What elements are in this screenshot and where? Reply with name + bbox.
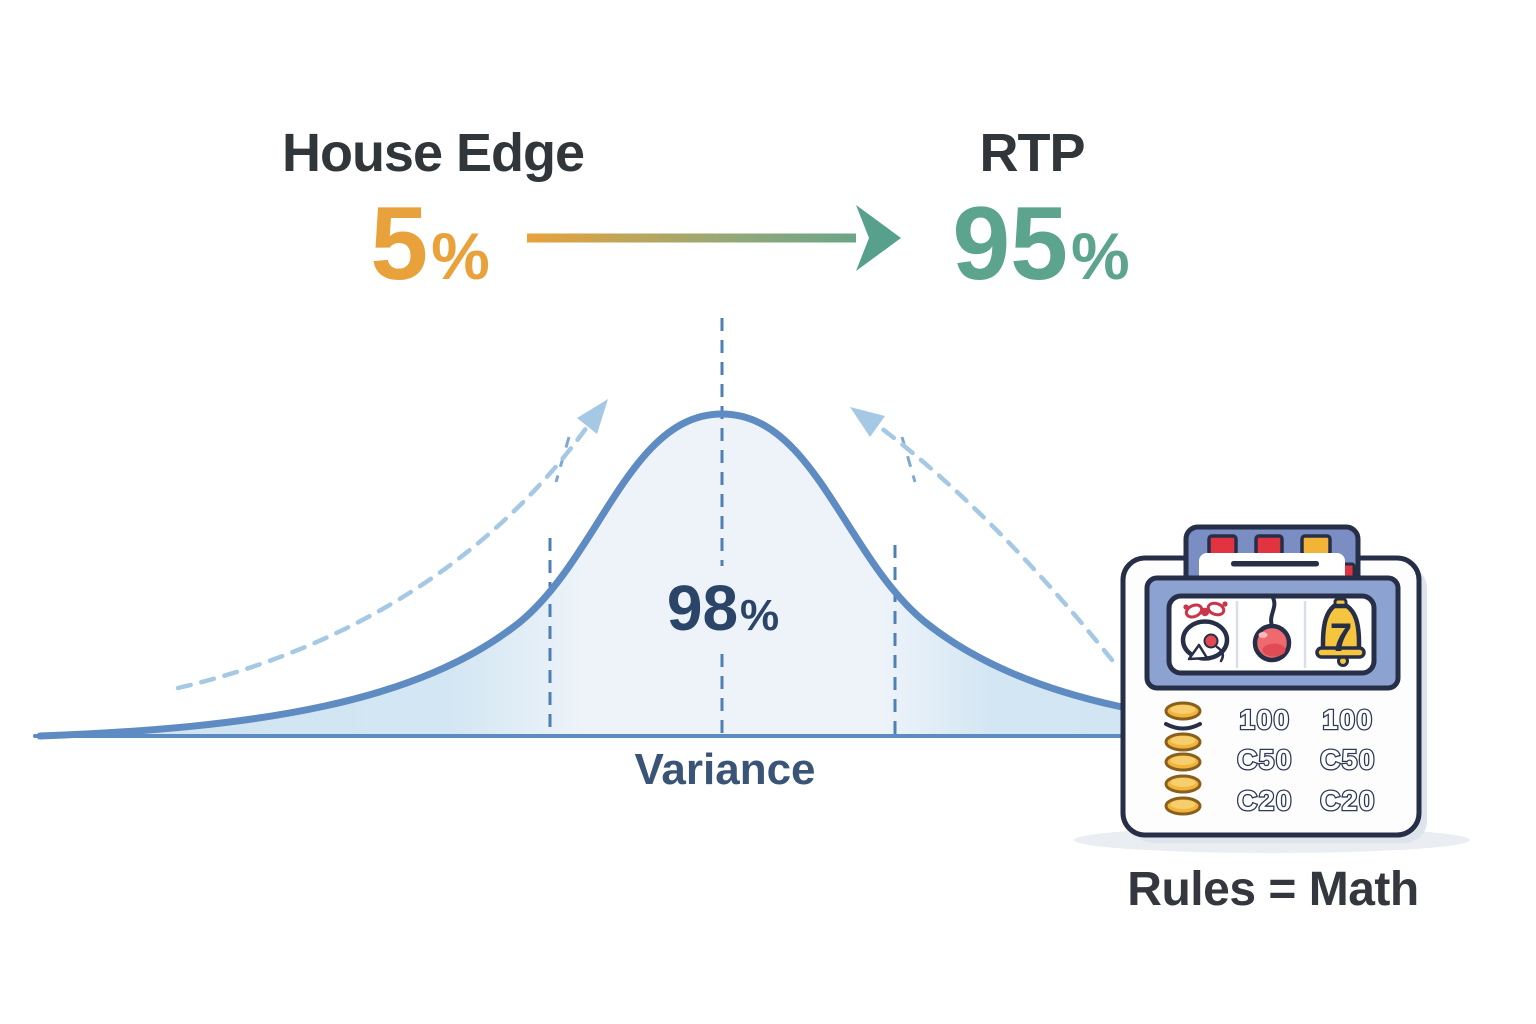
paytable-value: 100: [1322, 704, 1373, 735]
flow-gradient-arrow: [527, 205, 901, 271]
rtp-label: RTP: [979, 123, 1086, 183]
house-edge-unit: %: [431, 219, 490, 293]
machine-topper: [1183, 524, 1361, 592]
bell-seven-icon: 7: [1315, 597, 1366, 667]
bell-curve-stroke: [36, 410, 1404, 740]
paytable-value: C20: [1237, 785, 1293, 816]
paytable-value: 100: [1239, 704, 1290, 735]
cherry-icon: [1252, 594, 1292, 663]
house-edge-label: House Edge: [281, 123, 585, 183]
rtp-value: 95 %: [952, 192, 1129, 296]
topper-light-yellow: [1300, 534, 1332, 557]
topper-light-red-2: [1254, 534, 1284, 557]
house-edge-number: 5: [370, 186, 429, 302]
blossom-charm-icon: [1180, 601, 1230, 663]
paytable-value: C50: [1237, 744, 1293, 775]
house-edge-value: 5 %: [370, 192, 490, 296]
coverage-value: 98 %: [667, 576, 779, 640]
rtp-unit: %: [1071, 219, 1130, 293]
arrowhead-up-left-icon: [850, 407, 885, 437]
paytable: 100 100 C50 C50 C20 C20: [1236, 703, 1376, 818]
variance-axis-label: Variance: [634, 745, 816, 794]
variance-arrow-left: [175, 399, 608, 691]
variance-arrow-right: [850, 407, 1115, 663]
rules-math-caption: Rules = Math: [1127, 863, 1419, 916]
coverage-number: 98: [666, 572, 739, 644]
arrowhead-right-icon: [856, 205, 901, 271]
bell-seven-glyph: 7: [1330, 616, 1352, 660]
paytable-value: C50: [1320, 744, 1376, 775]
slot-machine-illustration: 7 100 100 C50 C50: [1074, 524, 1470, 853]
rtp-number: 95: [952, 186, 1068, 302]
arrowhead-up-right-icon: [577, 399, 608, 434]
paytable-value: C20: [1320, 785, 1376, 816]
coverage-unit: %: [740, 591, 780, 640]
topper-light-red-1: [1207, 534, 1238, 557]
coin-stack-icon: [1164, 701, 1202, 816]
coin-slot-icon: [1231, 561, 1319, 567]
bell-curve-fill: [40, 414, 1400, 736]
